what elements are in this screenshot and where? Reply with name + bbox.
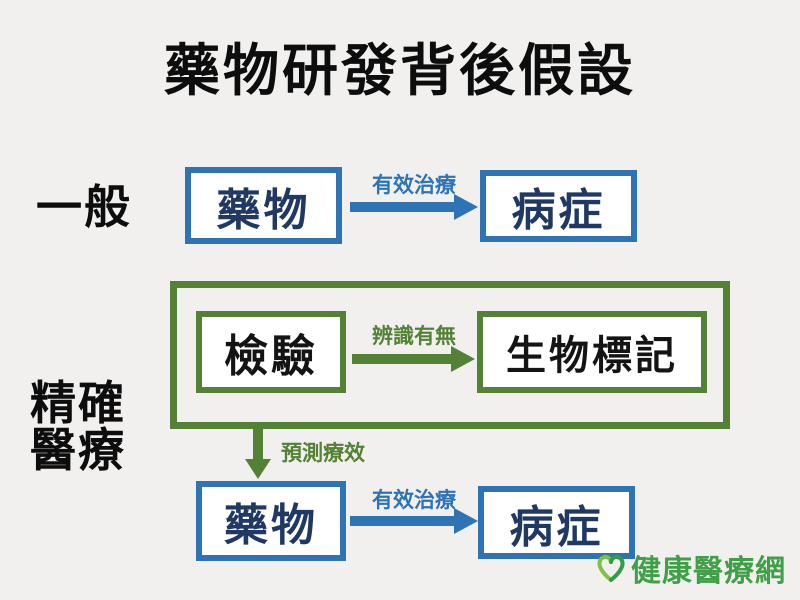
disease-box-precision: 病症 [478, 486, 635, 559]
down-arrow-icon [245, 429, 271, 479]
disease-box-general: 病症 [480, 170, 637, 242]
site-logo: 健康醫療網 [595, 546, 786, 590]
precision-container [170, 281, 730, 429]
test-box: 檢驗 [196, 311, 346, 393]
diagram-title: 藥物研發背後假設 [164, 39, 636, 102]
drug-box-general: 藥物 [185, 167, 342, 244]
biomarker-box: 生物標記 [477, 311, 707, 393]
site-logo-text: 健康醫療網 [631, 555, 786, 588]
arrow-shaft [350, 516, 454, 526]
treat-arrow-label-general: 有效治療 [372, 174, 456, 197]
predict-arrow-label: 預測療效 [281, 442, 365, 465]
right-arrow-icon [352, 346, 475, 372]
identify-arrow-label: 辨識有無 [372, 325, 456, 348]
arrow-head-icon [454, 508, 478, 534]
arrow-head-icon [451, 346, 475, 372]
right-arrow-icon [350, 508, 478, 534]
arrow-shaft [253, 429, 263, 459]
precision-label-line2: 醫療 [30, 423, 126, 476]
general-label: 一般 [36, 181, 132, 233]
heart-logo-icon [595, 553, 627, 583]
arrow-shaft [350, 202, 454, 212]
precision-label: 精確 醫療 [30, 380, 126, 474]
arrow-head-icon [245, 459, 271, 479]
drug-box-precision: 藥物 [196, 481, 346, 561]
arrow-head-icon [454, 194, 478, 220]
treat-arrow-label-precision: 有效治療 [372, 489, 456, 512]
right-arrow-icon [350, 194, 478, 220]
arrow-shaft [352, 354, 451, 364]
precision-label-line1: 精確 [30, 377, 126, 429]
